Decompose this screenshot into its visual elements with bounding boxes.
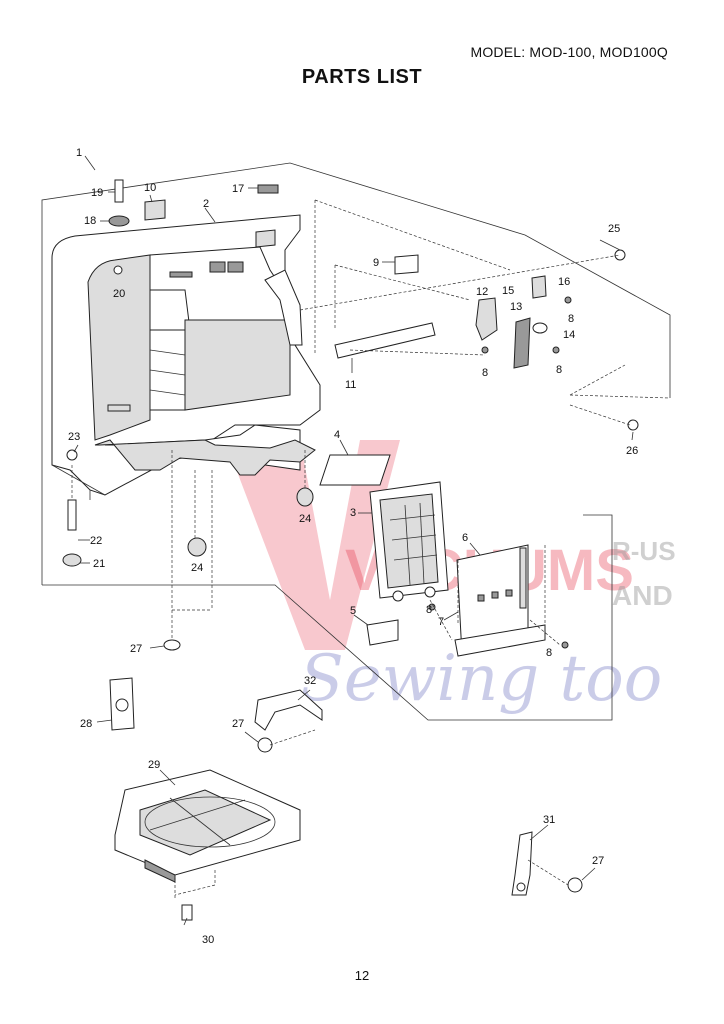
callout-labels: 1 2 3 4 5 6 7 8 8 8 8 8 9 10 11 12 13 14… [68,147,638,946]
callout-27a: 27 [130,643,142,655]
part-11-bar [334,322,436,359]
watermark: VACUUMS R-US AND Sewing too [225,440,676,716]
part-28-cover-plate [109,677,135,731]
callout-20: 20 [113,288,125,300]
callout-14: 14 [563,329,575,341]
callout-2: 2 [203,198,209,210]
part-6-circuit-board [456,544,529,656]
callout-31: 31 [543,814,555,826]
page-number: 12 [354,968,370,983]
callout-8a: 8 [482,367,488,379]
callout-19: 19 [91,187,103,199]
callout-21: 21 [93,558,105,570]
watermark-line2: R-US [612,536,676,566]
callout-24b: 24 [191,562,203,574]
callout-6: 6 [462,532,468,544]
callout-27b: 27 [232,718,244,730]
assembly-bracket [41,162,671,721]
callout-8d: 8 [426,604,432,616]
callout-25: 25 [608,223,620,235]
callout-12: 12 [476,286,488,298]
callout-22: 22 [90,535,102,547]
callout-1: 1 [76,147,82,159]
callout-7: 7 [438,616,444,628]
part-31-bracket [511,831,583,896]
page-title: PARTS LIST [301,66,423,88]
callout-29: 29 [148,759,160,771]
callout-4: 4 [334,429,340,441]
callout-5: 5 [350,605,356,617]
callout-9: 9 [373,257,379,269]
callout-11: 11 [345,379,356,391]
callout-15: 15 [502,285,514,297]
callout-23: 23 [68,431,80,443]
callout-8c: 8 [568,313,574,325]
callout-32: 32 [304,675,316,687]
callout-8e: 8 [546,647,552,659]
callout-16: 16 [558,276,570,288]
assembly-lines [71,199,671,900]
machine-frame [51,214,321,500]
callout-17: 17 [232,183,244,195]
callout-24a: 24 [299,513,311,525]
part-4-plate [319,454,391,486]
callout-27c: 27 [592,855,604,867]
part-7-bracket [454,545,546,657]
callout-10: 10 [144,182,156,194]
part-32-bracket [254,689,323,753]
callout-18: 18 [84,215,96,227]
callout-3: 3 [350,507,356,519]
callout-8b: 8 [556,364,562,376]
part-29-base-tray [114,769,301,921]
model-number: MODEL: MOD-100, MOD100Q [470,44,668,60]
callout-13: 13 [510,301,522,313]
callout-28: 28 [80,718,92,730]
callout-30: 30 [202,934,214,946]
part-3-inner-frame [369,481,449,602]
small-parts [62,179,639,651]
leader-lines [73,155,634,926]
watermark-line3: AND [612,580,673,611]
watermark-line4: Sewing too [300,642,662,716]
callout-26: 26 [626,445,638,457]
